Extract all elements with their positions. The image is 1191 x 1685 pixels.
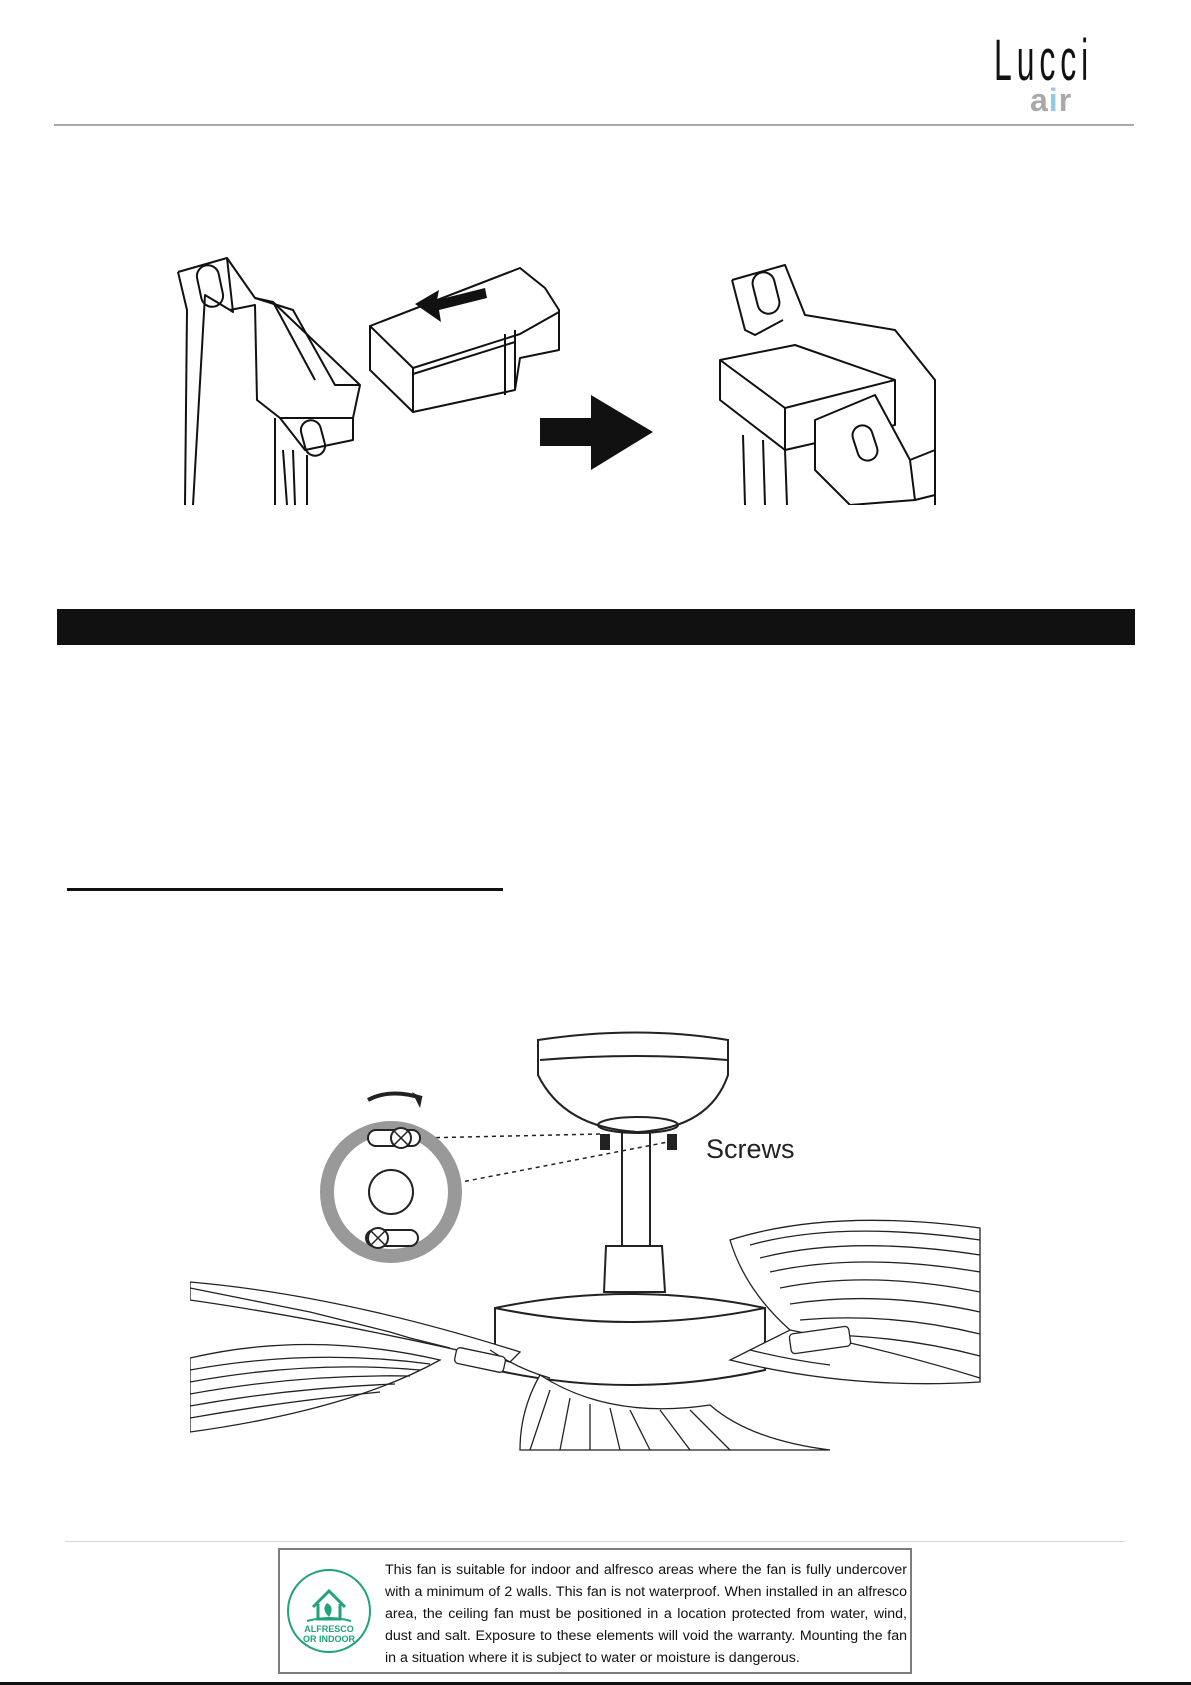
brand-logo-air: air (1030, 82, 1072, 118)
alfresco-notice-text: This fan is suitable for indoor and alfr… (385, 1562, 907, 1666)
screw-left-icon (600, 1134, 610, 1150)
screws-label: Screws (706, 1134, 795, 1164)
badge-line-1: ALFRESCO (304, 1624, 354, 1634)
house-leaf-icon (306, 1588, 352, 1622)
alfresco-notice-box: ALFRESCO OR INDOOR This fan is suitable … (278, 1548, 912, 1674)
subheading-underline (67, 888, 503, 891)
footer-divider (65, 1541, 1125, 1542)
downrod (621, 1130, 651, 1246)
next-step-arrow (540, 395, 653, 470)
motor-housing (494, 1293, 766, 1386)
fan-blades (190, 1219, 981, 1451)
badge-line-2: OR INDOOR (302, 1634, 355, 1644)
header-divider (54, 124, 1134, 126)
fan-canopy-illustration (190, 1031, 981, 1451)
canopy-collar (597, 1116, 679, 1134)
logo-letter-a: a (1030, 82, 1049, 118)
logo-letter-r: r (1058, 82, 1073, 118)
section-heading-bar (57, 609, 1135, 645)
brand-logo-wordmark: Lucci (994, 28, 1094, 93)
insert-direction-arrow (415, 288, 487, 322)
logo-letter-i: i (1048, 82, 1059, 118)
page-bottom-edge (0, 1682, 1191, 1685)
screw-right-icon (667, 1134, 677, 1150)
mounting-plate-detail (320, 1121, 462, 1263)
right-bracket-body (731, 264, 936, 505)
left-bracket-body (177, 257, 361, 505)
alfresco-indoor-badge-icon: ALFRESCO OR INDOOR (287, 1569, 371, 1653)
bracket-insert-illustration (177, 257, 936, 505)
insert-block (369, 267, 560, 413)
